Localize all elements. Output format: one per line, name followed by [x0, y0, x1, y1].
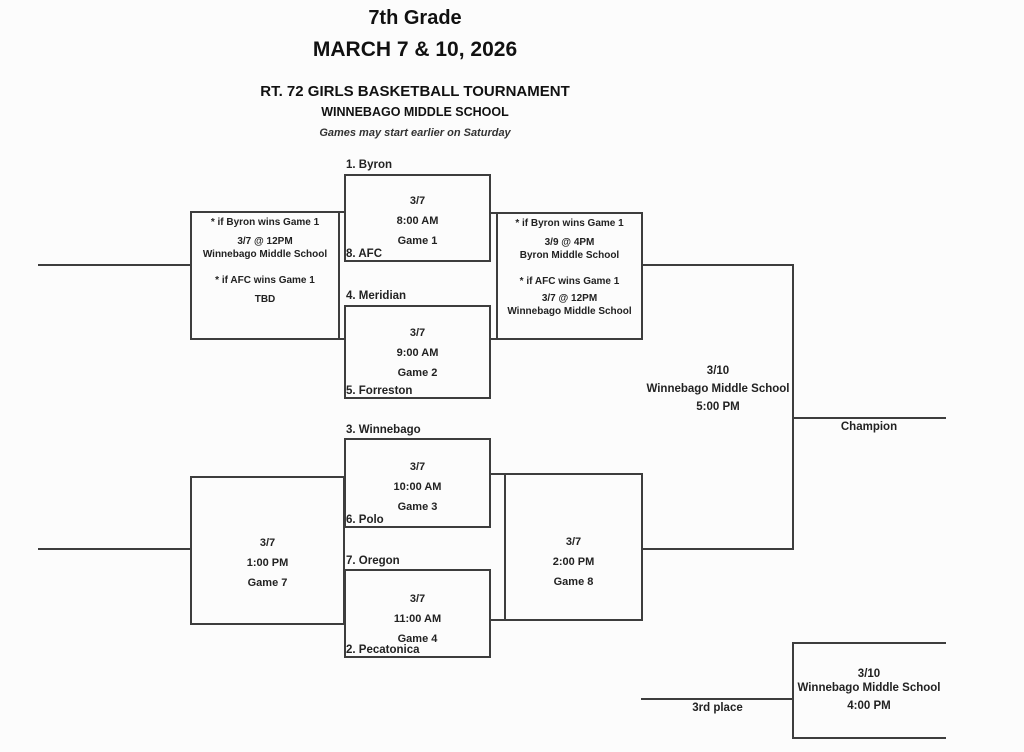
consolation-detail-1-time: 3/7 @ 12PM — [237, 236, 293, 247]
stub-game1-to-semifinal — [489, 212, 498, 214]
game2-info: 3/7 9:00 AM Game 2 — [344, 327, 491, 379]
game3-name: Game 3 — [397, 501, 438, 513]
stub-consolation-to-game1 — [338, 211, 346, 213]
third-place-box-top — [792, 642, 946, 644]
game2-seed-bottom: 5. Forreston — [346, 385, 413, 397]
game3-seed-top: 3. Winnebago — [346, 424, 421, 436]
game2-date: 3/7 — [409, 327, 426, 339]
champion-line — [792, 417, 946, 419]
game4-time: 11:00 AM — [393, 613, 442, 625]
game1-info: 3/7 8:00 AM Game 1 — [344, 195, 491, 247]
game8-name: Game 8 — [553, 576, 594, 588]
game8-winner-line — [641, 548, 793, 550]
header-note: Games may start earlier on Saturday — [319, 127, 511, 139]
consolation-detail-2: TBD — [254, 294, 276, 305]
semifinal-right-box — [496, 212, 643, 340]
final-info: 3/10 Winnebago Middle School 5:00 PM — [643, 365, 793, 414]
final-date: 3/10 — [706, 365, 730, 377]
third-place-box-bottom — [792, 737, 946, 739]
champion-label: Champion — [840, 421, 898, 433]
semifinal-detail-2-time: 3/7 @ 12PM — [541, 293, 598, 304]
game1-box — [344, 174, 491, 262]
third-place-date: 3/10 — [857, 668, 881, 680]
game2-time: 9:00 AM — [396, 347, 439, 359]
game1-date: 3/7 — [409, 195, 426, 207]
third-place-time: 4:00 PM — [847, 700, 891, 712]
game7-name: Game 7 — [247, 577, 288, 589]
game8-info: 3/7 2:00 PM Game 8 — [504, 536, 643, 588]
header-grade: 7th Grade — [368, 7, 462, 29]
third-place-label: 3rd place — [692, 702, 743, 714]
game7-time: 1:00 PM — [246, 557, 289, 569]
third-place-venue: Winnebago Middle School — [797, 682, 941, 694]
entry-line-top — [38, 264, 190, 266]
game2-box — [344, 305, 491, 399]
game1-time: 8:00 AM — [396, 215, 439, 227]
game8-date: 3/7 — [565, 536, 582, 548]
game7-info: 3/7 1:00 PM Game 7 — [190, 537, 345, 589]
header-dates: MARCH 7 & 10, 2026 — [312, 38, 518, 61]
game4-date: 3/7 — [409, 593, 426, 605]
game2-name: Game 2 — [397, 367, 438, 379]
game4-name: Game 4 — [397, 633, 438, 645]
game1-seed-bottom: 8. AFC — [346, 248, 382, 260]
header-tournament: RT. 72 GIRLS BASKETBALL TOURNAMENT — [260, 83, 570, 100]
game4-seed-bottom: 2. Pecatonica — [346, 644, 420, 656]
consolation-left-box — [190, 211, 340, 340]
game3-date: 3/7 — [409, 461, 426, 473]
semifinal-detail-2-venue: Winnebago Middle School — [507, 306, 632, 317]
semifinal-condition-1: * if Byron wins Game 1 — [515, 218, 624, 229]
semifinal-detail-1-time: 3/9 @ 4PM — [544, 237, 595, 248]
stub-game4-to-game8 — [489, 619, 506, 621]
semifinal-winner-line — [641, 264, 793, 266]
game3-info: 3/7 10:00 AM Game 3 — [344, 461, 491, 513]
consolation-condition-2: * if AFC wins Game 1 — [215, 275, 315, 286]
game8-time: 2:00 PM — [552, 556, 595, 568]
third-place-info: 3/10 Winnebago Middle School 4:00 PM — [792, 668, 946, 713]
game4-box — [344, 569, 491, 658]
game3-time: 10:00 AM — [393, 481, 442, 493]
semifinal-detail-1-venue: Byron Middle School — [519, 250, 620, 261]
semifinal-condition-2: * if AFC wins Game 1 — [519, 276, 620, 287]
consolation-note: * if Byron wins Game 1 3/7 @ 12PM Winneb… — [192, 217, 338, 306]
game4-info: 3/7 11:00 AM Game 4 — [344, 593, 491, 645]
game7-date: 3/7 — [259, 537, 276, 549]
stub-game2-to-semifinal — [489, 338, 498, 340]
final-time: 5:00 PM — [696, 401, 740, 413]
stub-consolation-to-game2 — [338, 338, 346, 340]
game3-box — [344, 438, 491, 528]
header-venue: WINNEBAGO MIDDLE SCHOOL — [321, 105, 509, 119]
consolation-detail-1-venue: Winnebago Middle School — [202, 249, 328, 260]
semifinal-note: * if Byron wins Game 1 3/9 @ 4PM Byron M… — [498, 218, 641, 318]
game1-name: Game 1 — [397, 235, 438, 247]
game3-seed-bottom: 6. Polo — [346, 514, 384, 526]
game4-seed-top: 7. Oregon — [346, 555, 400, 567]
final-connector-line — [792, 264, 794, 550]
game1-seed-top: 1. Byron — [346, 159, 393, 171]
game7-box — [190, 476, 345, 625]
game8-box — [504, 473, 643, 621]
entry-line-bottom — [38, 548, 190, 550]
third-place-box-left — [792, 642, 794, 739]
consolation-condition-1: * if Byron wins Game 1 — [210, 217, 320, 228]
stub-game3-to-game8 — [489, 473, 506, 475]
final-venue: Winnebago Middle School — [646, 383, 790, 395]
third-place-feed-line — [641, 698, 794, 700]
game2-seed-top: 4. Meridian — [346, 290, 407, 302]
